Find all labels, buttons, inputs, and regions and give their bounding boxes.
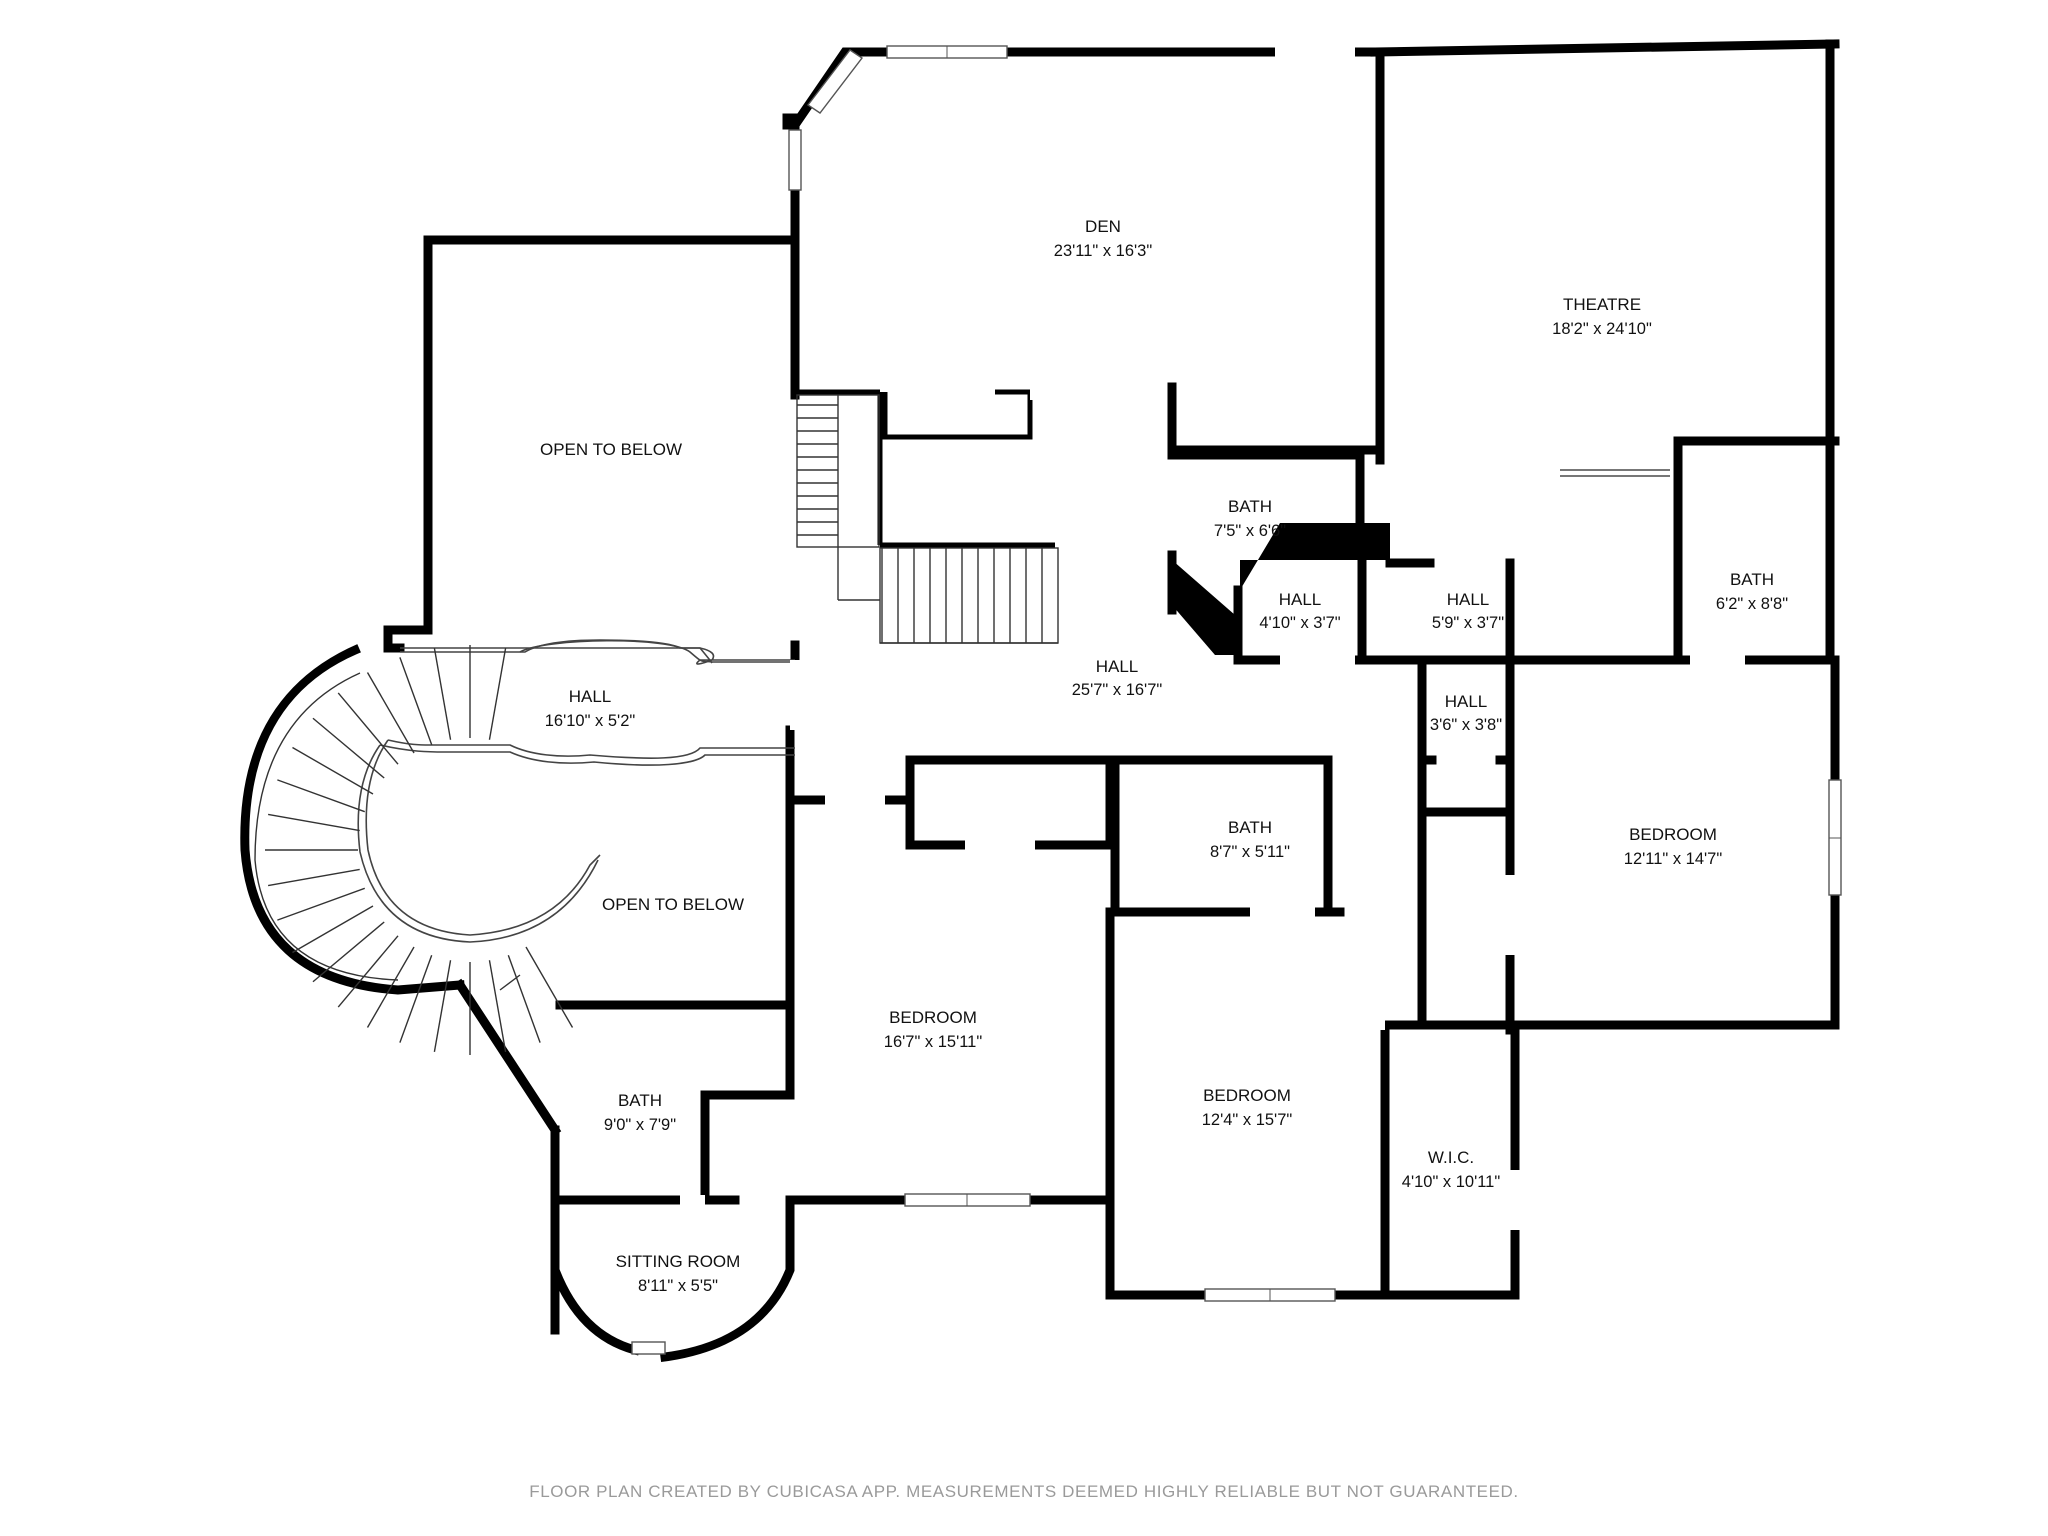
room-name-hall-tiny: HALL [1445,692,1488,711]
room-size-hall-left: 16'10" x 5'2" [545,712,636,730]
room-name-bath-right: BATH [1730,570,1774,589]
room-size-bath-mid: 8'7" x 5'11" [1210,843,1290,861]
spiral-stair-tread [292,905,374,954]
spiral-stair-tread [277,779,365,813]
room-name-hall-left: HALL [569,687,612,706]
spiral-stair-tread [366,946,415,1028]
room-size-bath-center: 7'5" x 6'6" [1214,522,1286,540]
spiral-stair-tread [399,657,433,745]
room-name-bath-left: BATH [618,1091,662,1110]
room-size-hall-tiny: 3'6" x 3'8" [1430,716,1502,734]
spiral-stair-tread [525,946,574,1028]
spiral-stair-tread [267,868,360,887]
spiral-stair-tread [337,692,399,765]
room-name-open-to-below-upper: OPEN TO BELOW [540,440,682,459]
windows [631,45,1842,1355]
spiral-stair-tread [433,647,452,740]
room-name-wic: W.I.C. [1428,1148,1474,1167]
spiral-stair-tread [337,935,399,1008]
room-size-bedroom-right: 12'11" x 14'7" [1624,850,1723,868]
spiral-stair-tread [399,955,433,1043]
room-name-bedroom-lower: BEDROOM [1203,1086,1291,1105]
room-size-bedroom-center: 16'7" x 15'11" [884,1033,983,1051]
room-size-bath-left: 9'0" x 7'9" [604,1116,676,1134]
room-size-wic: 4'10" x 10'11" [1402,1173,1501,1191]
room-name-bedroom-center: BEDROOM [889,1008,977,1027]
stairs-straight [796,394,1059,644]
spiral-stair-tread [488,647,507,740]
room-name-sitting-room: SITTING ROOM [616,1252,741,1271]
spiral-stair-tread [433,960,452,1053]
room-size-bath-right: 6'2" x 8'8" [1716,595,1788,613]
room-name-bath-center: BATH [1228,497,1272,516]
room-name-open-to-below-lower: OPEN TO BELOW [602,895,744,914]
spiral-stair-tread [312,717,385,779]
spiral-stair-tread [292,746,374,795]
spiral-stair-tread [488,960,507,1053]
room-name-hall-main: HALL [1096,657,1139,676]
room-size-sitting-room: 8'11" x 5'5" [638,1277,718,1295]
footer-disclaimer: FLOOR PLAN CREATED BY CUBICASA APP. MEAS… [529,1482,1519,1501]
room-size-den: 23'11" x 16'3" [1054,242,1153,260]
room-labels: DEN 23'11" x 16'3" THEATRE 18'2" x 24'10… [540,217,1788,1295]
spiral-stair-tread [277,887,365,921]
room-name-hall-small-left: HALL [1279,590,1322,609]
walls [240,39,1840,1363]
spiral-stair-tread [507,955,541,1043]
room-size-bedroom-lower: 12'4" x 15'7" [1202,1111,1293,1129]
room-name-den: DEN [1085,217,1121,236]
room-size-hall-main: 25'7" x 16'7" [1072,681,1163,699]
room-size-theatre: 18'2" x 24'10" [1552,320,1652,338]
stairs-spiral [254,639,795,1055]
spiral-stair-tread [366,672,415,754]
room-size-hall-small-right: 5'9" x 3'7" [1432,614,1504,632]
spiral-stair-tread [312,921,385,983]
room-name-hall-small-right: HALL [1447,590,1490,609]
room-name-bedroom-right: BEDROOM [1629,825,1717,844]
room-name-bath-mid: BATH [1228,818,1272,837]
room-name-theatre: THEATRE [1563,295,1641,314]
room-size-hall-small-left: 4'10" x 3'7" [1259,614,1340,632]
spiral-stair-tread [267,813,360,832]
